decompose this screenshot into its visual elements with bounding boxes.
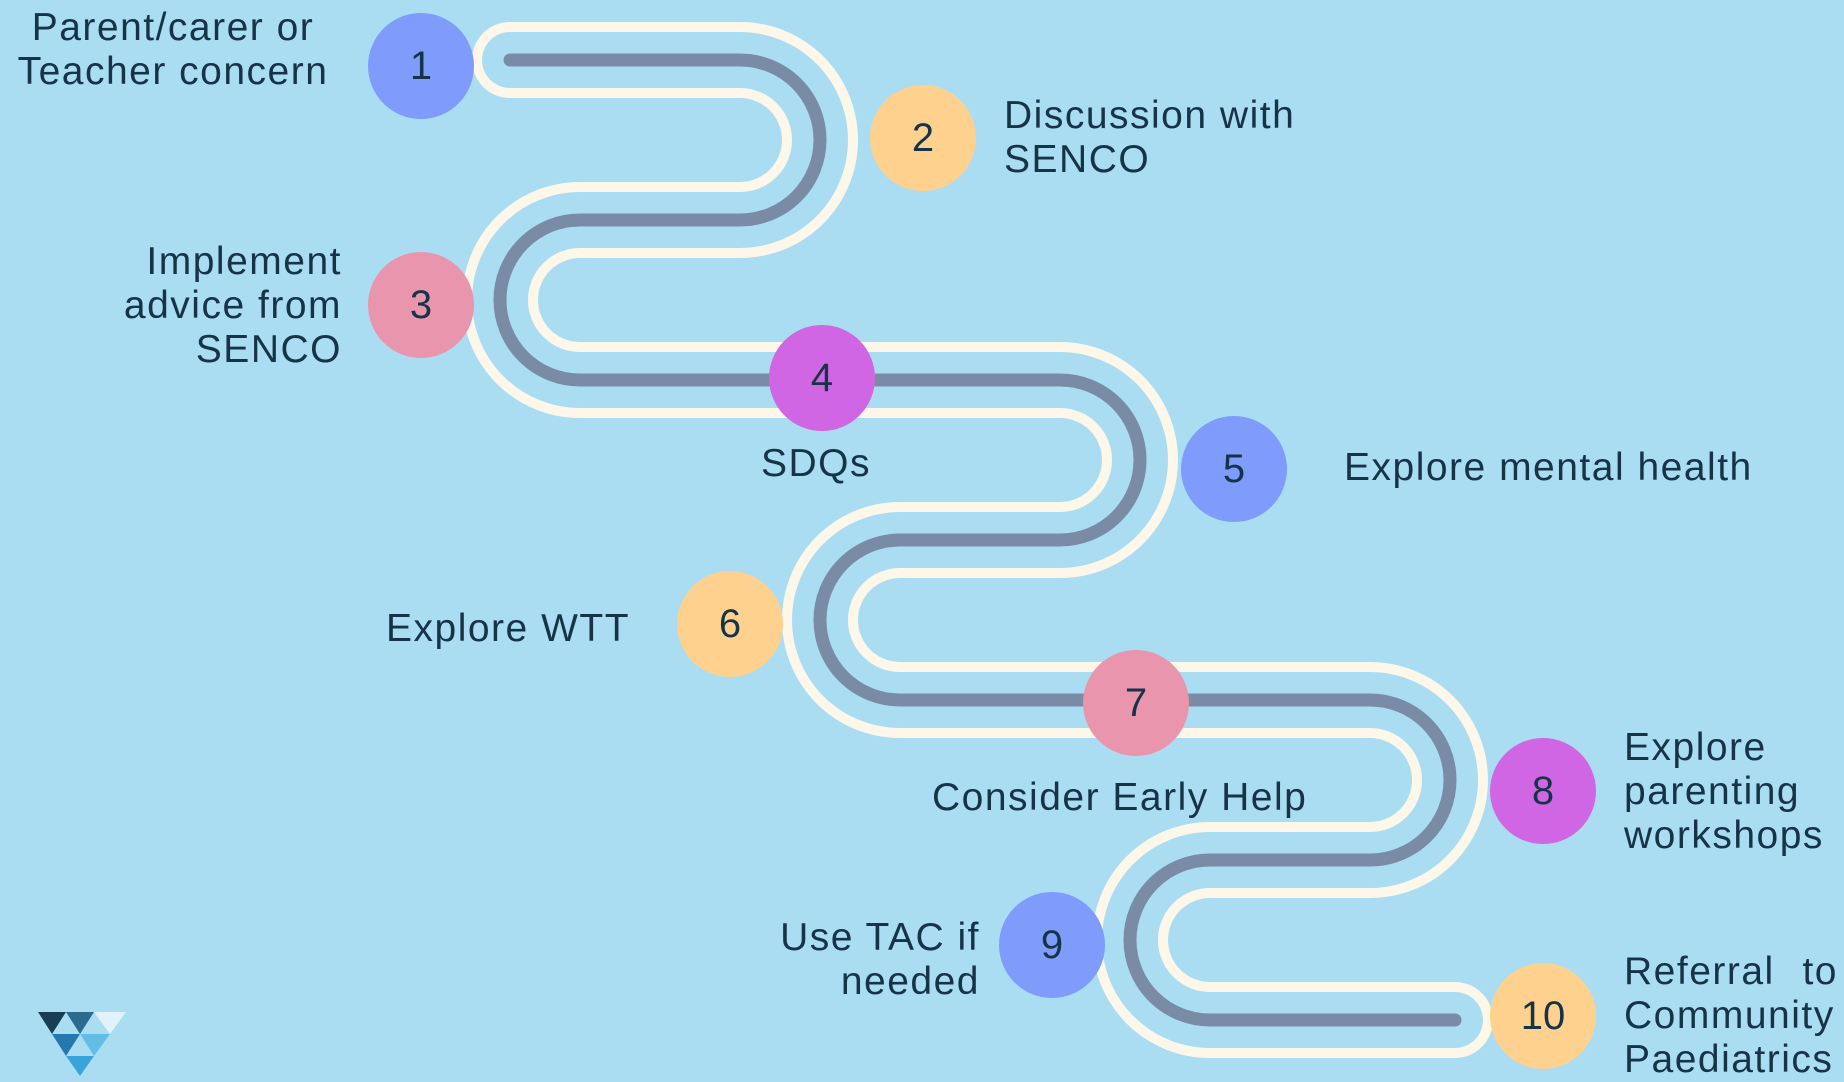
step-7-label: Consider Early Help [932, 776, 1308, 819]
step-6-badge[interactable]: 6 [677, 571, 783, 677]
step-5-label: Explore mental health [1344, 446, 1753, 489]
step-3-label: Implement advice from SENCO [123, 240, 342, 371]
step-8-label: Explore parenting workshops [1624, 726, 1824, 857]
step-7-number: 7 [1124, 680, 1148, 725]
step-8-badge[interactable]: 8 [1490, 738, 1596, 844]
step-2-label: Discussion with SENCO [1004, 94, 1296, 181]
step-2-badge[interactable]: 2 [870, 85, 976, 191]
step-4-label: SDQs [761, 442, 872, 485]
step-7-badge[interactable]: 7 [1083, 650, 1189, 756]
step-4-badge[interactable]: 4 [769, 325, 875, 431]
step-10-number: 10 [1520, 993, 1566, 1038]
step-1-number: 1 [409, 43, 433, 88]
step-3-number: 3 [409, 282, 433, 327]
step-9-label: Use TAC if needed [780, 916, 980, 1003]
triangle-mosaic-logo-icon [38, 1012, 126, 1076]
step-5-badge[interactable]: 5 [1181, 416, 1287, 522]
step-9-badge[interactable]: 9 [999, 892, 1105, 998]
step-9-number: 9 [1040, 922, 1064, 967]
step-2-number: 2 [911, 115, 935, 160]
step-3-badge[interactable]: 3 [368, 252, 474, 358]
step-10-badge[interactable]: 10 [1490, 963, 1596, 1069]
step-10-label: Referral to Community Paediatrics [1624, 950, 1838, 1081]
step-6-number: 6 [718, 601, 742, 646]
step-6-label: Explore WTT [386, 607, 631, 650]
step-4-number: 4 [810, 355, 834, 400]
step-1-badge[interactable]: 1 [368, 13, 474, 119]
step-1-label: Parent/carer or Teacher concern [17, 6, 329, 93]
step-5-number: 5 [1222, 446, 1246, 491]
step-8-number: 8 [1531, 768, 1555, 813]
